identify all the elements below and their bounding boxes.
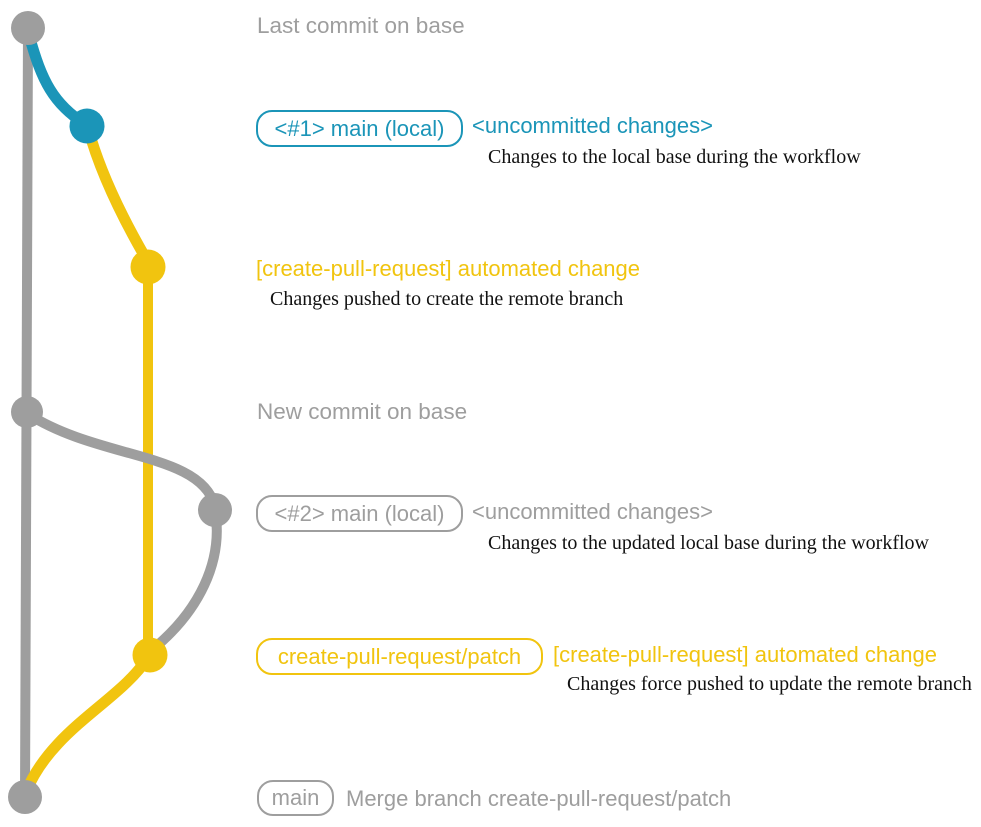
commit-node-main-local-2	[198, 493, 232, 527]
commit-message-automated-1: [create-pull-request] automated change	[256, 256, 641, 281]
commit-message-automated-2: [create-pull-request] automated change	[553, 642, 938, 667]
branch-label-text: <#1> main (local)	[274, 115, 445, 141]
rebased-main-branch-curve	[23, 409, 220, 511]
commit-note-uncommitted-1: Changes to the local base during the wor…	[488, 146, 861, 168]
commit-node-patch-2	[132, 637, 168, 673]
commit-note-automated-2: Changes force pushed to update the remot…	[567, 673, 972, 695]
commit-message-uncommitted-2: <uncommitted changes>	[472, 499, 713, 524]
commit-note-uncommitted-2: Changes to the updated local base during…	[488, 532, 929, 554]
commit-message-merge: Merge branch create-pull-request/patch	[346, 786, 732, 811]
merge-curve	[20, 651, 154, 798]
branch-label-text: <#2> main (local)	[274, 500, 445, 526]
git-graph	[8, 11, 232, 814]
commit-note-automated-1: Changes pushed to create the remote bran…	[270, 288, 624, 310]
commit-message-uncommitted-1: <uncommitted changes>	[472, 113, 713, 138]
commit-node-new-base	[11, 396, 43, 428]
patch-branch-curve	[82, 122, 154, 268]
force-push-curve	[148, 505, 222, 654]
branch-label-text: main	[271, 785, 320, 810]
commit-node-merge	[8, 780, 42, 814]
annotation-last-commit-on-base: Last commit on base	[257, 13, 465, 38]
commit-node-last-base	[11, 11, 45, 45]
commit-node-patch-1	[130, 249, 166, 285]
branch-label-patch: create-pull-request/patch	[256, 638, 543, 675]
branch-label-main: main	[257, 780, 334, 816]
branch-label-text: create-pull-request/patch	[277, 643, 522, 669]
annotation-new-commit-on-base: New commit on base	[257, 399, 468, 424]
branch-label-main-local-1: <#1> main (local)	[256, 110, 463, 147]
commit-node-main-local-1	[69, 108, 105, 144]
branch-label-main-local-2: <#2> main (local)	[256, 495, 463, 532]
